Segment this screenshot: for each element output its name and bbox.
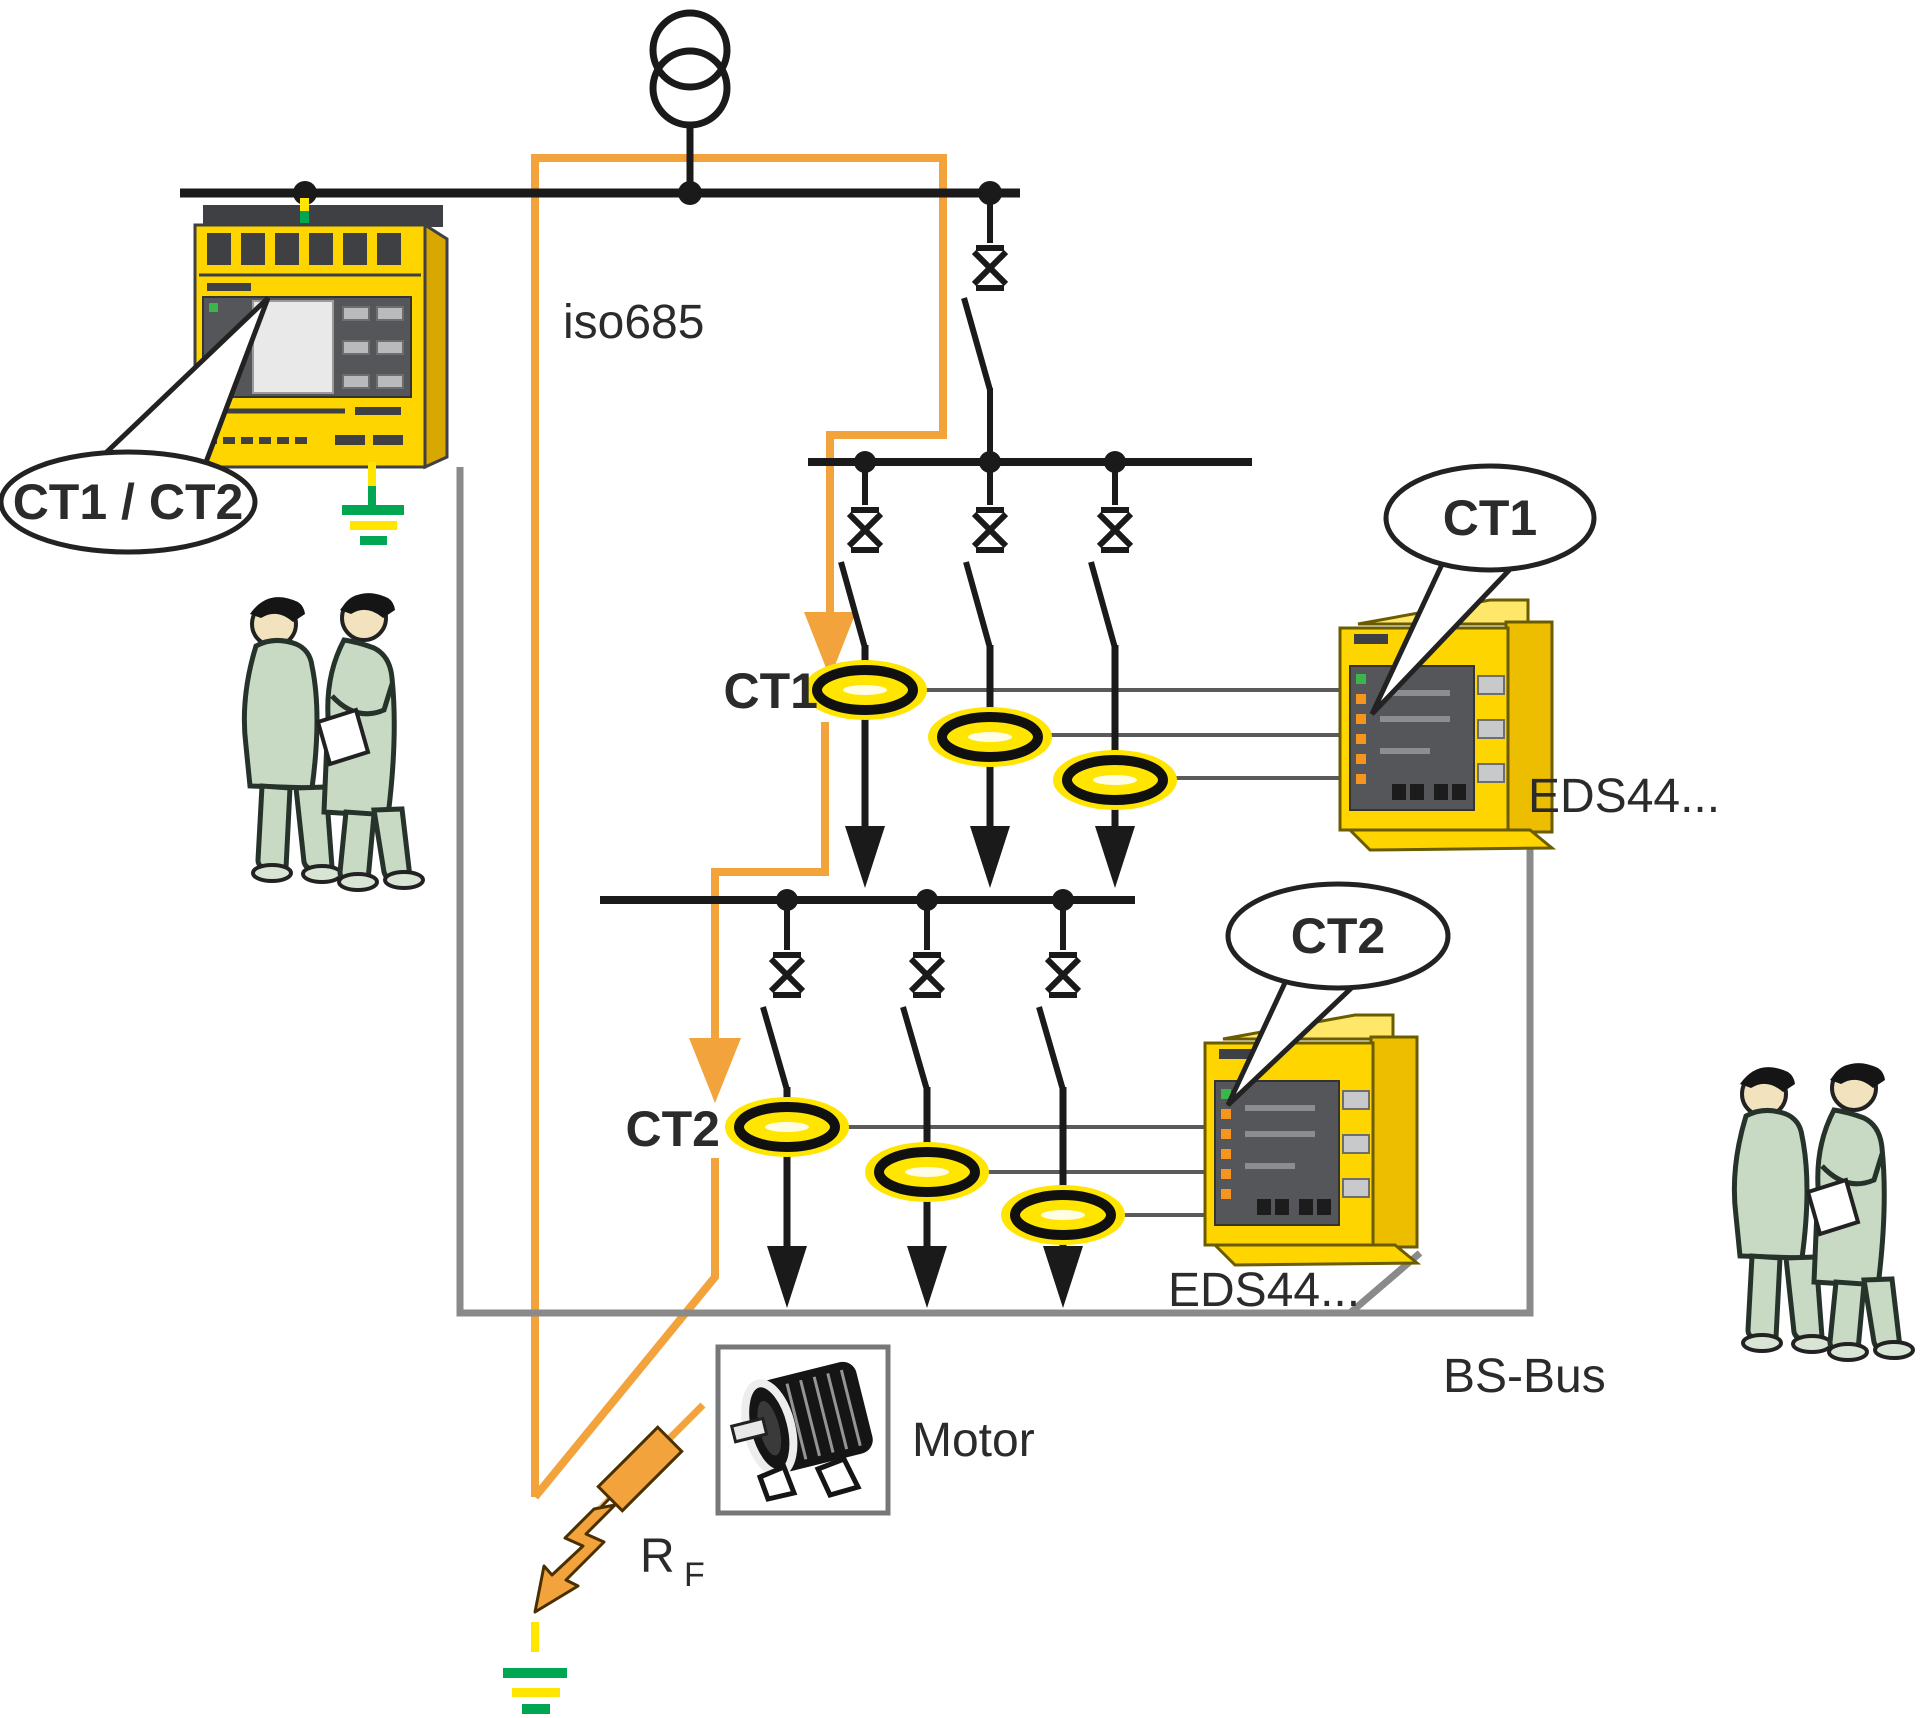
callout-ct2: CT2 xyxy=(1225,881,1451,1107)
ct2-feeder-label: CT2 xyxy=(626,1101,720,1157)
fault-ground-icon xyxy=(503,1622,567,1714)
feeder-arrows xyxy=(767,826,1135,1308)
transformer-icon xyxy=(649,9,731,189)
eds44-upper-label: EDS44... xyxy=(1528,770,1720,823)
rf-label-sub: F xyxy=(684,1556,705,1594)
iso685-label: iso685 xyxy=(563,296,704,349)
eds44-lower-label: EDS44... xyxy=(1168,1264,1360,1317)
motor-box xyxy=(715,1344,891,1516)
callout-ct1-label: CT1 xyxy=(1443,490,1537,546)
ct1-feeder-label: CT1 xyxy=(724,663,818,719)
fault-path xyxy=(533,1402,706,1614)
motor-label: Motor xyxy=(912,1414,1035,1467)
rf-label: R xyxy=(640,1530,675,1583)
fault-resistor-body xyxy=(596,1425,684,1513)
arrow-down-icon xyxy=(907,1246,947,1308)
arrow-down-icon xyxy=(845,826,885,888)
trace-arrow-ct2 xyxy=(689,1038,741,1103)
callout-ct2-label: CT2 xyxy=(1291,908,1385,964)
lightning-arrow-icon xyxy=(533,1503,617,1614)
ground-icon xyxy=(342,462,404,545)
arrow-down-icon xyxy=(767,1246,807,1308)
callout-main-label: CT1 / CT2 xyxy=(13,474,244,530)
motor-icon xyxy=(729,1361,873,1502)
iso685-supply-wire xyxy=(300,198,309,223)
trace-arrow-ct1 xyxy=(804,612,856,678)
arrow-down-icon xyxy=(1043,1246,1083,1308)
bs-bus-label: BS-Bus xyxy=(1443,1350,1606,1403)
arrow-down-icon xyxy=(970,826,1010,888)
callout-ct1: CT1 xyxy=(1369,463,1597,716)
callout-main: CT1 / CT2 xyxy=(0,296,271,555)
junction-dots xyxy=(293,181,1126,911)
arrow-down-icon xyxy=(1095,826,1135,888)
